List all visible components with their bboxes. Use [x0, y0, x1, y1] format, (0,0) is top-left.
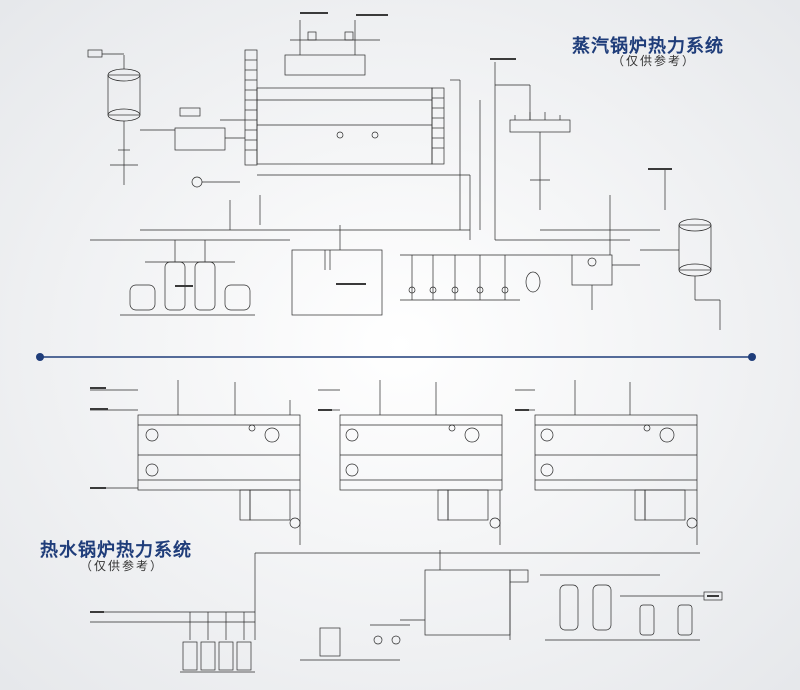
annotation-markers — [90, 12, 719, 613]
hot-water-system-subtitle: （仅供参考） — [80, 559, 165, 573]
hot-water-mains — [90, 552, 700, 640]
water-tank — [291, 225, 383, 316]
control-cabinet — [300, 627, 400, 661]
water-softener-group — [90, 239, 290, 316]
economizer-unit — [140, 107, 245, 188]
circulation-pump-group — [180, 612, 255, 673]
feed-pump-row — [400, 254, 560, 301]
steam-pipes — [140, 79, 660, 241]
water-treatment-group — [509, 569, 723, 641]
hot-water-section — [90, 380, 723, 673]
steam-system-title: 蒸汽锅炉热力系统 — [572, 36, 724, 57]
condensate-unit — [560, 195, 640, 310]
hot-water-boiler-3 — [515, 380, 698, 545]
section-divider — [36, 353, 756, 361]
deaerator-tank-right — [640, 170, 721, 330]
steam-boiler-section — [87, 20, 721, 330]
steam-header — [494, 62, 571, 240]
steam-boiler-body — [244, 20, 445, 166]
deaerator-tank-left — [87, 49, 141, 185]
hot-water-system-title: 热水锅炉热力系统 — [40, 540, 192, 561]
steam-system-subtitle: （仅供参考） — [612, 54, 697, 68]
hot-water-boiler-2 — [318, 380, 503, 545]
